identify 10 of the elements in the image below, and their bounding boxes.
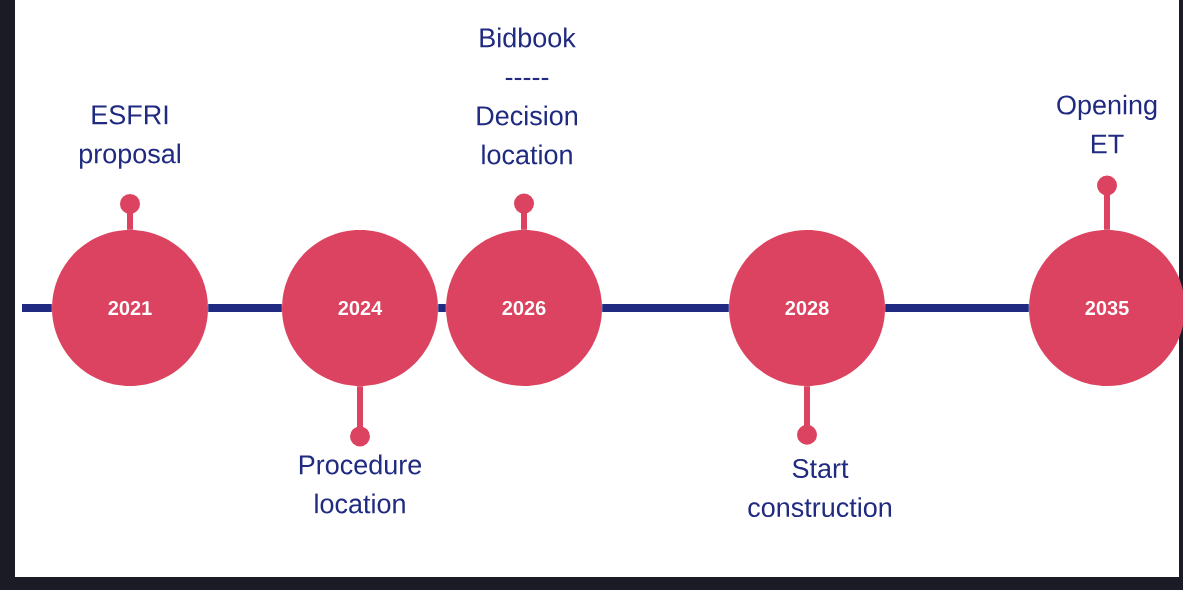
leader-line (120, 193, 140, 230)
milestone-label: Start construction (748, 458, 892, 518)
leader-line (350, 386, 370, 447)
milestone-label: ESFRI proposal (79, 105, 180, 169)
leader-line (514, 193, 534, 230)
milestone-label: Bidbook ----- Decision location (477, 27, 577, 165)
milestone-label: Procedure location (299, 454, 422, 514)
leader-line (797, 386, 817, 445)
leader-line (1097, 175, 1117, 230)
milestone-label: Opening ET (1057, 94, 1157, 154)
